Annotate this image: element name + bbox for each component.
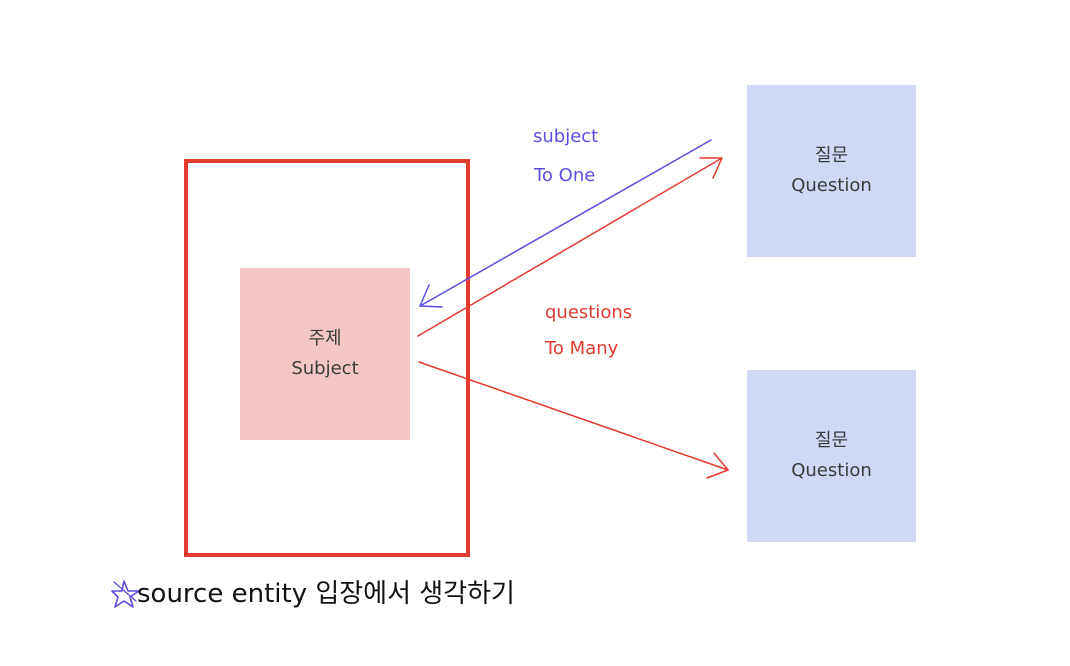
question-top-english-label: Question bbox=[791, 175, 872, 196]
question-bottom-english-label: Question bbox=[791, 460, 872, 481]
to-many-field-label: questions bbox=[545, 302, 633, 323]
note-text: source entity 입장에서 생각하기 bbox=[137, 579, 515, 609]
question-entity-bottom: 질문 Question bbox=[747, 370, 916, 542]
to-one-field-label: subject bbox=[533, 126, 599, 147]
question-top-korean-label: 질문 bbox=[814, 145, 849, 167]
question-bottom-korean-label: 질문 bbox=[814, 430, 849, 452]
star-icon bbox=[111, 580, 140, 608]
to-one-type-label: To One bbox=[534, 165, 596, 186]
subject-entity: 주제 Subject bbox=[240, 268, 410, 440]
perspective-note: source entity 입장에서 생각하기 bbox=[111, 579, 515, 609]
question-entity-top: 질문 Question bbox=[747, 85, 916, 257]
subject-english-label: Subject bbox=[291, 358, 359, 379]
to-many-type-label: To Many bbox=[545, 338, 619, 359]
subject-korean-label: 주제 bbox=[308, 328, 342, 350]
